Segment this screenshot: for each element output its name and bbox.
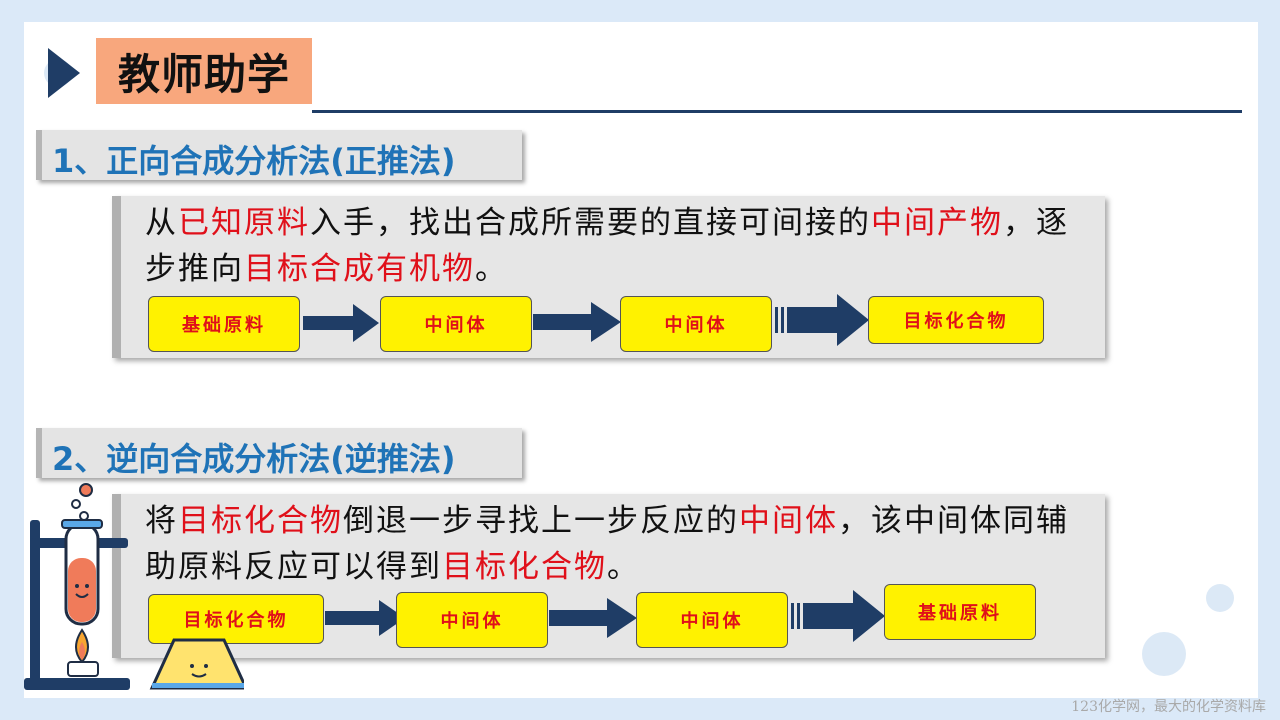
page-title-box: 教师助学 xyxy=(96,38,312,104)
watermark-text: 123化学网，最大的化学资料库 xyxy=(1071,699,1266,715)
flow2-arrow-2 xyxy=(549,598,637,638)
flow2-arrow-1 xyxy=(325,600,405,636)
deco-circle-small xyxy=(1206,584,1234,612)
section2-heading-box: 2、逆向合成分析法(逆推法) xyxy=(36,428,522,478)
flow2-step-1: 目标化合物 xyxy=(148,594,324,644)
section1-description: 从已知原料入手，找出合成所需要的直接可间接的中间产物，逐步推向目标合成有机物。 xyxy=(145,200,1090,292)
flow1-arrow-3-dashed xyxy=(775,294,869,346)
section1-desc-segment: 。 xyxy=(475,251,508,287)
section2-desc-segment: 目标化合物 xyxy=(178,503,343,539)
page-title: 教师助学 xyxy=(117,49,290,99)
title-divider xyxy=(312,110,1242,113)
flow1-step-4: 目标化合物 xyxy=(868,296,1044,344)
section2-desc-segment: 中间体 xyxy=(739,503,838,539)
section2-card: 将目标化合物倒退一步寻找上一步反应的中间体，该中间体同辅助原料反应可以得到目标化… xyxy=(112,494,1105,658)
section2-desc-segment: 。 xyxy=(607,549,640,585)
flow1-step-1: 基础原料 xyxy=(148,296,300,352)
section1-desc-segment: 入手，找出合成所需要的直接可间接的 xyxy=(310,205,871,241)
section2-desc-segment: ，该中间体同辅助原料反应可以得到 xyxy=(145,503,1069,585)
flow2-step-3: 中间体 xyxy=(636,592,788,648)
section1-heading: 1、正向合成分析法(正推法) xyxy=(52,142,456,180)
section1-card: 从已知原料入手，找出合成所需要的直接可间接的中间产物，逐步推向目标合成有机物。 … xyxy=(112,196,1105,358)
flow2-step-4: 基础原料 xyxy=(884,584,1036,640)
flow1-step-2: 中间体 xyxy=(380,296,532,352)
section1-desc-segment: 已知原料 xyxy=(178,205,310,241)
lab-stand-illustration-icon xyxy=(24,483,244,690)
section2-desc-segment: 将 xyxy=(145,503,178,539)
section1-desc-segment: 目标合成有机物 xyxy=(244,251,475,287)
flow2-arrow-3-dashed xyxy=(791,590,885,642)
section2-heading: 2、逆向合成分析法(逆推法) xyxy=(52,440,456,478)
flow1-arrow-1 xyxy=(303,304,379,342)
section1-desc-segment: 中间产物 xyxy=(871,205,1003,241)
section1-heading-box: 1、正向合成分析法(正推法) xyxy=(36,130,522,180)
section2-description: 将目标化合物倒退一步寻找上一步反应的中间体，该中间体同辅助原料反应可以得到目标化… xyxy=(145,498,1090,590)
title-arrow-icon xyxy=(44,48,80,98)
flow1-arrow-2 xyxy=(533,302,621,342)
flow1-step-3: 中间体 xyxy=(620,296,772,352)
section2-desc-segment: 目标化合物 xyxy=(442,549,607,585)
section1-desc-segment: 从 xyxy=(145,205,178,241)
deco-circle-large xyxy=(1142,632,1186,676)
section1-desc-segment: ，逐步推向 xyxy=(145,205,1069,287)
section2-desc-segment: 倒退一步寻找上一步反应的 xyxy=(343,503,739,539)
flow2-step-2: 中间体 xyxy=(396,592,548,648)
